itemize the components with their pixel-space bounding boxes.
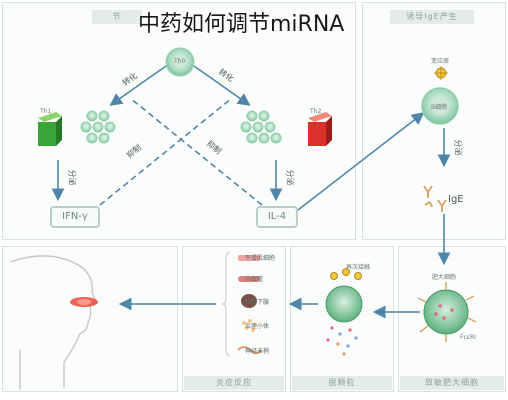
b-cell-label: B细胞 bbox=[431, 104, 448, 111]
ige-antibodies bbox=[423, 185, 447, 212]
legend-item: 黏膜下腺 bbox=[245, 299, 270, 306]
top-left-banner: 节 bbox=[92, 10, 142, 24]
fcri-label: FcεRI bbox=[460, 334, 476, 341]
top-right-banner: 诱导IgE产生 bbox=[390, 10, 474, 24]
th1-label: Th1 bbox=[40, 108, 52, 115]
degranulating-cell bbox=[325, 268, 363, 356]
face-profile bbox=[9, 255, 97, 390]
mast-banner: 致敏肥大细胞 bbox=[400, 376, 504, 390]
page-title: 中药如何调节miRNA bbox=[138, 12, 345, 37]
nose-inflammation bbox=[70, 297, 98, 307]
secrete-left-label: 分泌 bbox=[67, 169, 77, 186]
ige-label: IgE bbox=[448, 194, 464, 205]
legend-item: 炎症小体 bbox=[245, 323, 270, 330]
allergen-icon bbox=[434, 66, 448, 80]
th1-block bbox=[38, 112, 62, 146]
mast-cell-label: 肥大细胞 bbox=[432, 274, 457, 281]
th0-cell bbox=[165, 47, 195, 77]
th2-block bbox=[308, 112, 332, 146]
inflammation-banner: 炎症反应 bbox=[184, 376, 284, 390]
secrete-b-label: 分泌 bbox=[453, 139, 463, 156]
legend-item: 小血管 bbox=[245, 276, 264, 283]
secrete-right-label: 分泌 bbox=[285, 169, 295, 186]
allergen-label: 变应原 bbox=[431, 58, 450, 65]
b-cell bbox=[421, 87, 459, 125]
th0-label: Th0 bbox=[174, 58, 186, 65]
il4-box: IL-4 bbox=[256, 206, 298, 228]
inflammation-panel bbox=[182, 246, 286, 392]
degranulation-banner: 脱颗粒 bbox=[292, 376, 392, 390]
ifn-gamma-box: IFN-γ bbox=[50, 206, 100, 228]
th2-cluster bbox=[240, 110, 282, 144]
legend-item: 平滑肌细胞 bbox=[245, 255, 276, 262]
th2-label: Th2 bbox=[310, 108, 322, 115]
th1-cluster bbox=[80, 110, 116, 144]
mast-cell bbox=[417, 282, 477, 342]
legend-icons bbox=[237, 255, 263, 354]
reexposure-label: 再次接触 bbox=[346, 264, 371, 271]
legend-item: 神经末梢 bbox=[245, 348, 270, 355]
